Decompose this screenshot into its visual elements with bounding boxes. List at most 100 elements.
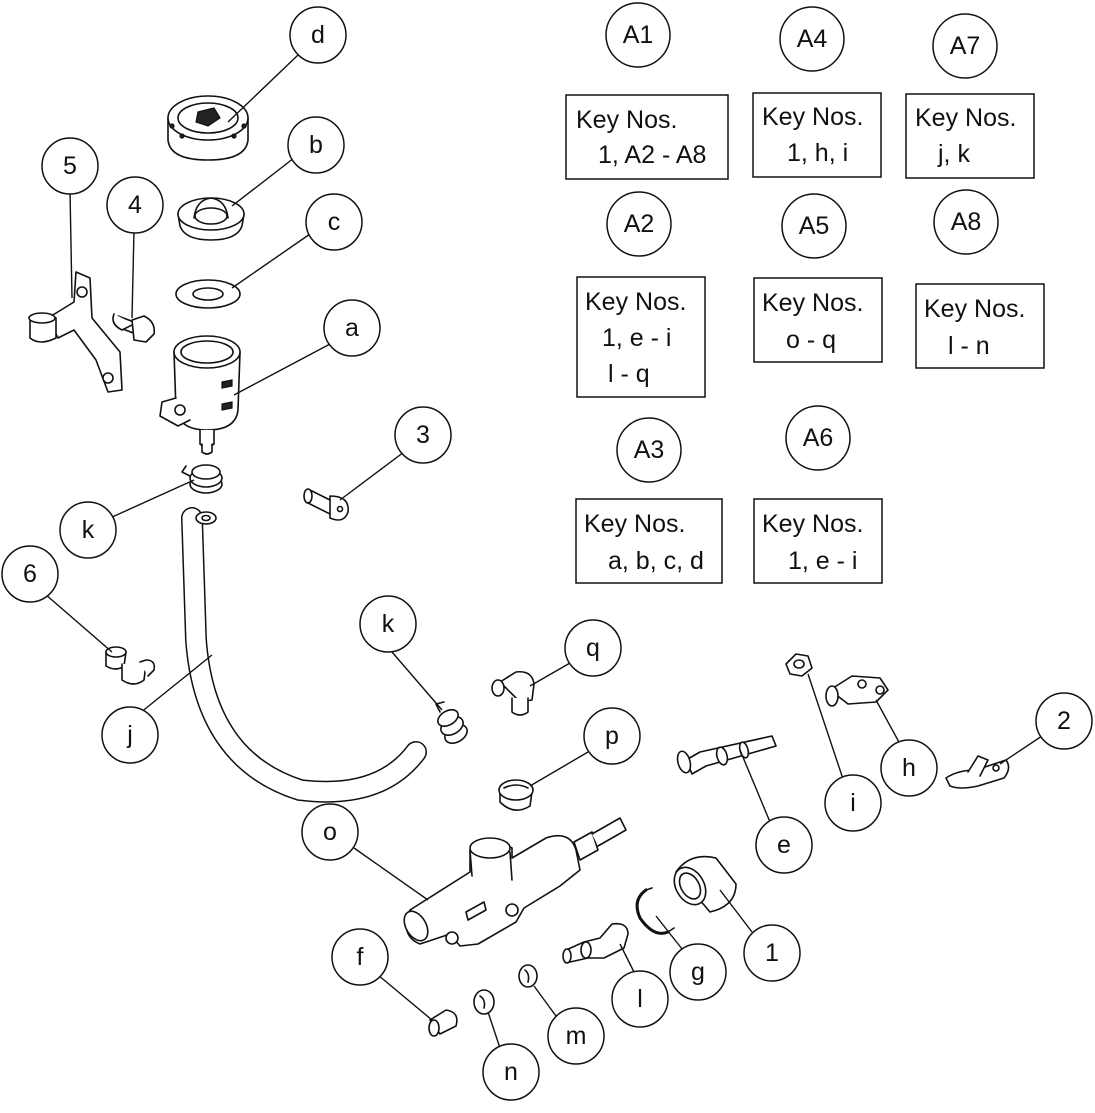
callout-p: p <box>583 707 641 765</box>
assembly-a3-heading: Key Nos. <box>584 510 685 538</box>
assembly-a3-box <box>575 498 723 584</box>
assembly-a4-label: A4 <box>779 6 845 72</box>
assembly-a1-heading: Key Nos. <box>576 106 677 134</box>
svg-text:h: h <box>902 754 916 782</box>
assembly-a6-heading: Key Nos. <box>762 510 863 538</box>
push-rod-part <box>676 735 777 775</box>
assembly-a4-keys: 1, h, i <box>787 139 848 167</box>
assembly-a1-box <box>565 94 729 180</box>
assembly-a8-heading: Key Nos. <box>924 295 1025 323</box>
callout-4: 4 <box>106 176 164 234</box>
svg-text:k: k <box>382 610 395 638</box>
piston-part <box>562 922 629 964</box>
assembly-a4-heading: Key Nos. <box>762 103 863 131</box>
svg-text:A8: A8 <box>951 208 982 236</box>
elbow-fitting-part <box>491 670 535 716</box>
svg-text:m: m <box>566 1022 587 1050</box>
assembly-a1-label: A1 <box>605 2 671 68</box>
diaphragm-part <box>177 197 245 241</box>
callout-6: 6 <box>1 545 59 603</box>
callout-2: 2 <box>1035 692 1093 750</box>
assembly-a3-keys: a, b, c, d <box>608 547 704 575</box>
secondary-seal-part <box>473 989 495 1015</box>
assembly-a6: A6 Key Nos. 1, e - i <box>753 405 883 584</box>
svg-text:i: i <box>850 789 856 817</box>
callout-d: d <box>289 6 347 64</box>
callout-h: h <box>880 739 938 797</box>
callout-b: b <box>287 116 345 174</box>
assembly-a2-keys-2: l - q <box>608 360 650 388</box>
svg-text:6: 6 <box>23 560 37 588</box>
hose-clip-part <box>105 646 156 685</box>
svg-text:A6: A6 <box>803 424 834 452</box>
callout-f: f <box>331 928 389 986</box>
svg-text:k: k <box>82 516 95 544</box>
spring-seat-part <box>428 1009 458 1037</box>
callout-g: g <box>669 943 727 1001</box>
assembly-a8-label: A8 <box>933 189 999 255</box>
boot-part <box>498 779 534 811</box>
svg-text:o: o <box>323 818 337 846</box>
assembly-a2-box <box>576 276 706 398</box>
svg-text:A3: A3 <box>634 436 665 464</box>
svg-text:4: 4 <box>128 191 142 219</box>
svg-text:5: 5 <box>63 152 77 180</box>
assembly-a6-label: A6 <box>785 405 851 471</box>
callout-a: a <box>323 299 381 357</box>
assembly-a8: A8 Key Nos. l - n <box>915 189 1045 369</box>
svg-text:n: n <box>504 1058 518 1086</box>
leader-lines <box>44 54 1043 1049</box>
svg-text:2: 2 <box>1057 707 1071 735</box>
svg-text:g: g <box>691 958 705 986</box>
primary-seal-part <box>518 964 538 988</box>
callout-l: l <box>611 970 669 1028</box>
callout-n: n <box>482 1043 540 1101</box>
svg-text:d: d <box>311 21 325 49</box>
assembly-a8-keys: l - n <box>948 332 990 360</box>
pivot-pin-part <box>303 488 349 521</box>
callout-e: e <box>755 816 813 874</box>
plate-washer-part <box>175 279 241 309</box>
assembly-a5-box <box>753 277 883 363</box>
bracket-screw-part <box>112 313 156 343</box>
svg-text:e: e <box>777 831 791 859</box>
assembly-a7-keys: j, k <box>937 140 970 168</box>
callout-j: j <box>101 706 159 764</box>
svg-text:p: p <box>605 722 619 750</box>
callout-3: 3 <box>394 406 452 464</box>
svg-text:a: a <box>345 314 359 342</box>
callout-1: 1 <box>743 924 801 982</box>
assembly-a2-heading: Key Nos. <box>585 288 686 316</box>
assembly-a7: A7 Key Nos. j, k <box>905 13 1035 179</box>
reservoir-hose-part <box>181 507 427 803</box>
svg-text:f: f <box>357 943 364 971</box>
bracket-part <box>28 271 123 393</box>
callout-i: i <box>824 774 882 832</box>
assembly-a2-keys-1: 1, e - i <box>602 324 671 352</box>
callout-c: c <box>305 193 363 251</box>
assembly-a2-label: A2 <box>606 191 672 257</box>
svg-text:A7: A7 <box>950 32 981 60</box>
assembly-a7-box <box>905 93 1035 179</box>
assembly-a5-keys: o - q <box>786 326 836 354</box>
callout-5: 5 <box>41 137 99 195</box>
callout-m: m <box>547 1007 605 1065</box>
assembly-a4: A4 Key Nos. 1, h, i <box>752 6 882 178</box>
svg-text:q: q <box>586 634 600 662</box>
svg-text:j: j <box>126 721 133 749</box>
callout-k-mid: k <box>359 595 417 653</box>
hose-clamp-top-part <box>181 464 223 494</box>
master-cylinder-part <box>403 817 627 947</box>
assembly-a6-keys: 1, e - i <box>788 547 857 575</box>
assembly-a7-heading: Key Nos. <box>915 104 1016 132</box>
svg-text:A2: A2 <box>624 210 655 238</box>
circlip-part <box>635 887 675 935</box>
assembly-a8-box <box>915 283 1045 369</box>
callout-o: o <box>301 803 359 861</box>
clevis-part <box>825 675 889 707</box>
lock-nut-part <box>785 653 813 677</box>
svg-text:A5: A5 <box>799 212 830 240</box>
svg-text:l: l <box>637 985 643 1013</box>
assembly-a7-label: A7 <box>932 13 998 79</box>
